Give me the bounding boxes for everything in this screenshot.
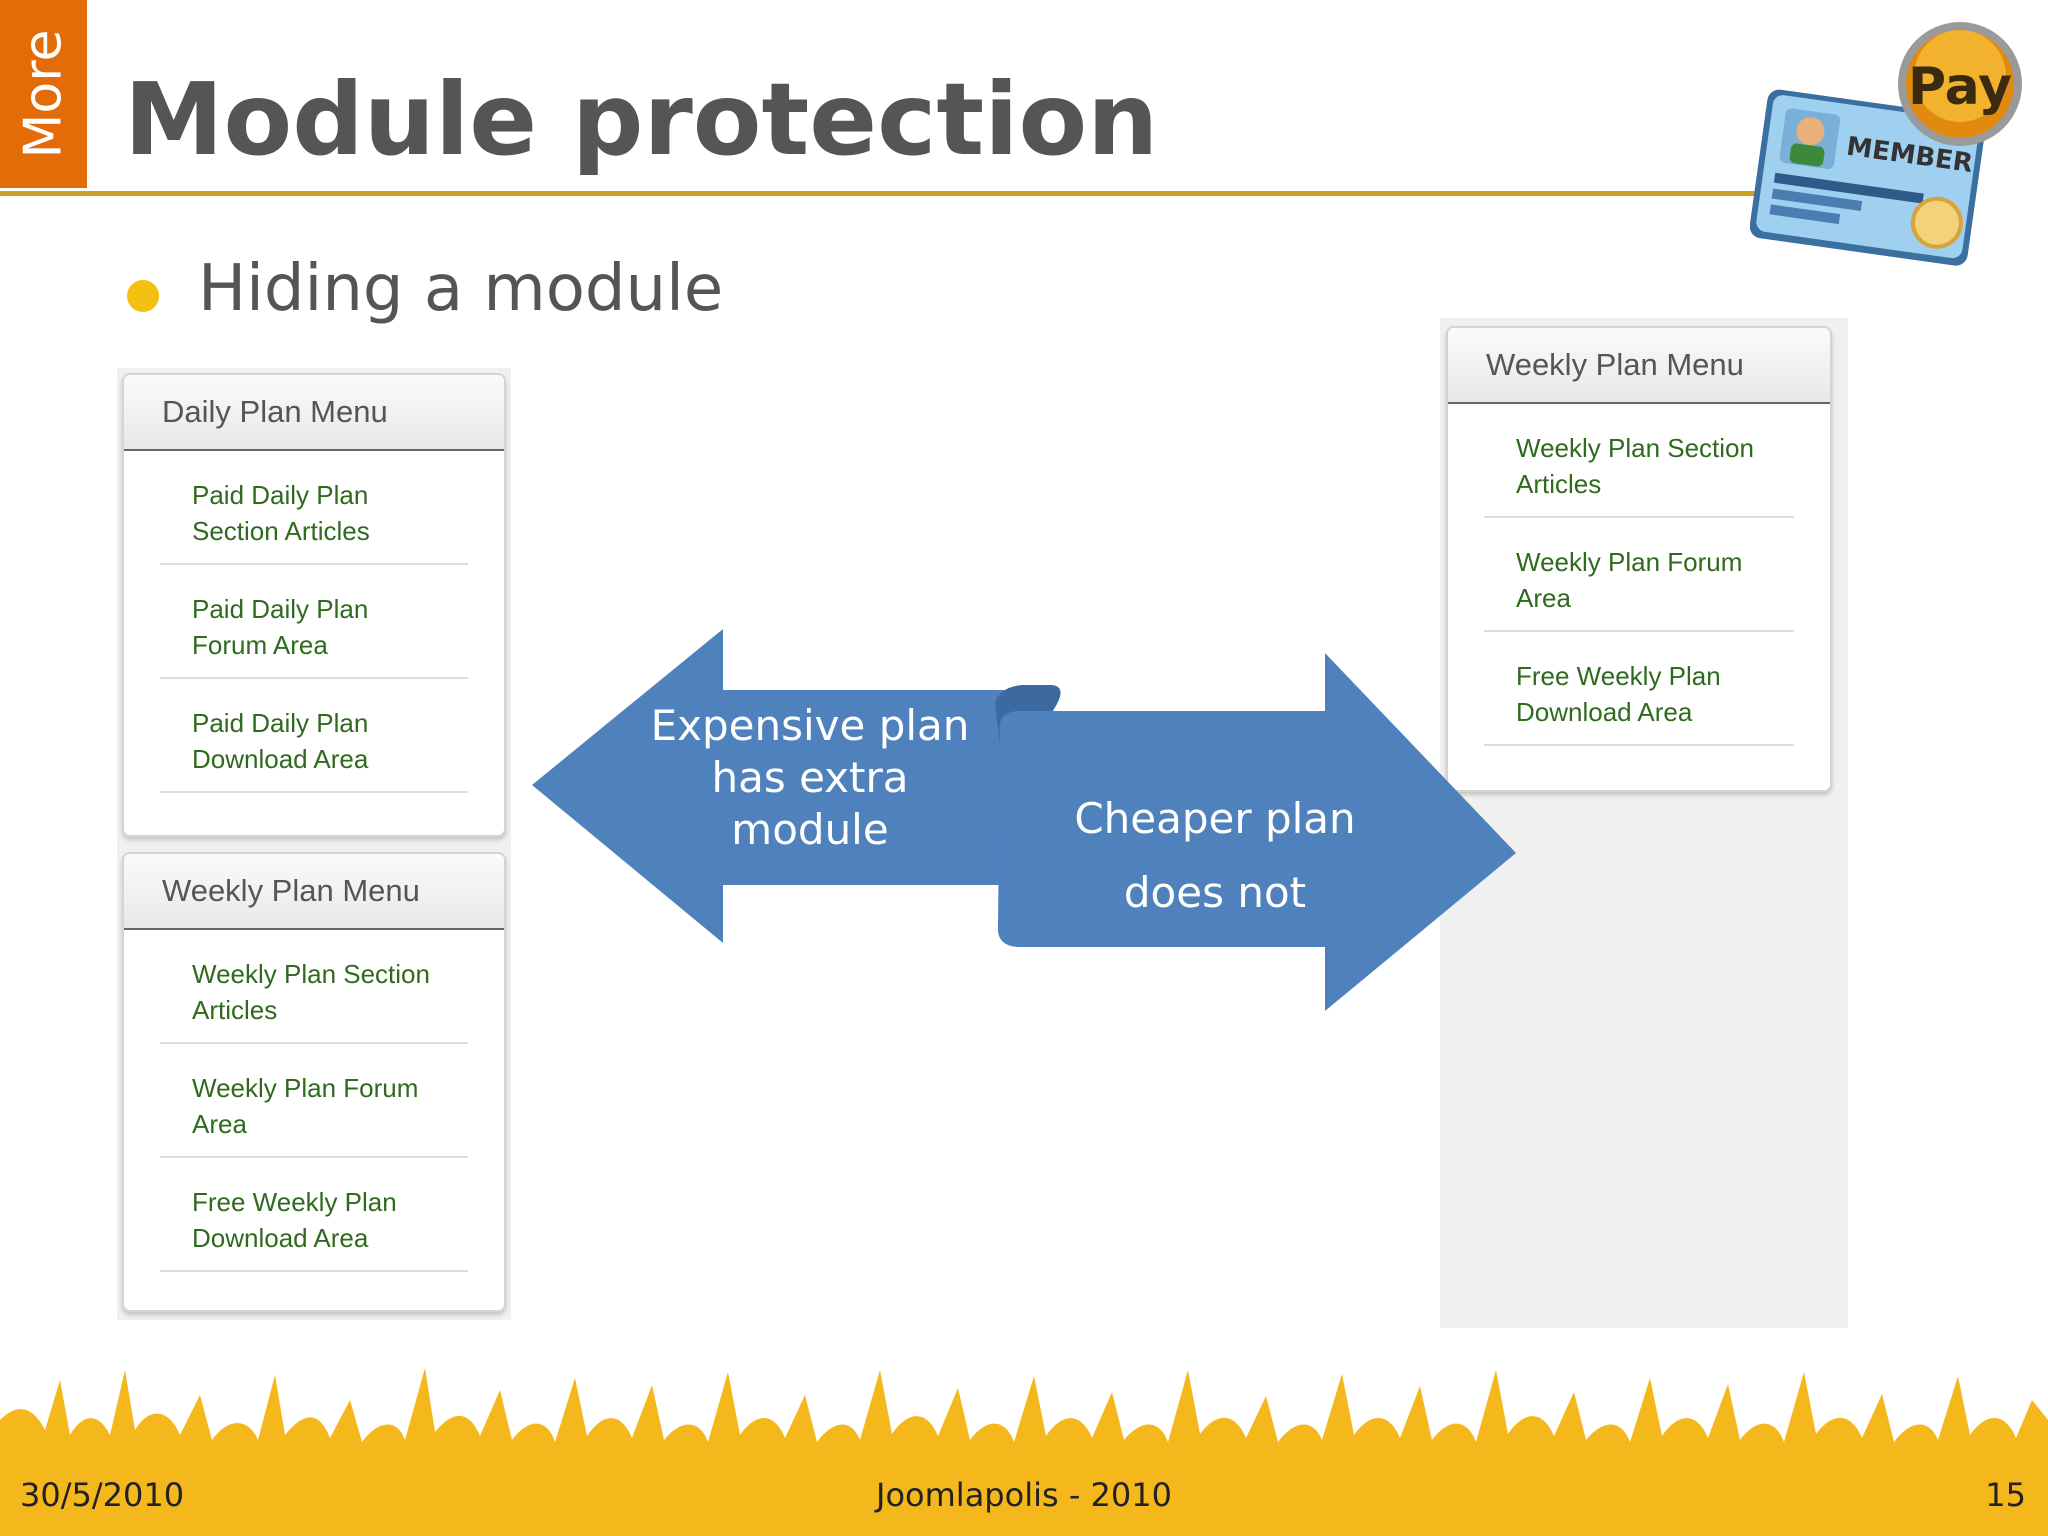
daily-plan-menu-module: Daily Plan Menu Paid Daily Plan Section … [122, 373, 506, 837]
menu-link-label: Paid Daily Plan Forum Area [192, 594, 369, 660]
module-header: Daily Plan Menu [124, 375, 504, 451]
pay-member-badge-logo: MEMBER Pay [1750, 22, 2022, 266]
right-arrow-shape [997, 653, 1516, 1011]
footer-date: 30/5/2010 [20, 1476, 185, 1514]
menu-link-weekly-forum-area[interactable]: Weekly Plan Forum Area [160, 1044, 468, 1158]
menu-link-paid-daily-section-articles[interactable]: Paid Daily Plan Section Articles [160, 451, 468, 565]
menu-link-label: Free Weekly Plan Download Area [192, 1187, 397, 1253]
menu-link-label: Weekly Plan Forum Area [192, 1073, 419, 1139]
menu-link-label: Paid Daily Plan Section Articles [192, 480, 370, 546]
weekly-plan-menu-module-right: Weekly Plan Menu Weekly Plan Section Art… [1446, 326, 1832, 792]
module-header: Weekly Plan Menu [1448, 328, 1830, 404]
section-tab-label: More [13, 29, 74, 159]
menu-link-paid-daily-forum-area[interactable]: Paid Daily Plan Forum Area [160, 565, 468, 679]
left-arrow-shape [532, 629, 1055, 943]
right-arrow-text: Cheaper plan does not [1030, 782, 1400, 930]
comparison-arrows [532, 629, 1516, 1011]
menu-link-label: Weekly Plan Section Articles [192, 959, 430, 1025]
page-number: 15 [1985, 1476, 2026, 1514]
menu-link-free-weekly-download-area[interactable]: Free Weekly Plan Download Area [160, 1158, 468, 1272]
menu-link-label: Weekly Plan Forum Area [1516, 547, 1743, 613]
module-header: Weekly Plan Menu [124, 854, 504, 930]
weekly-plan-menu-module-left: Weekly Plan Menu Weekly Plan Section Art… [122, 852, 506, 1312]
slide-title: Module protection [124, 61, 1159, 178]
menu-link-label: Free Weekly Plan Download Area [1516, 661, 1721, 727]
left-arrow-line-2: has extra [711, 753, 909, 802]
bullet-text: Hiding a module [198, 252, 724, 326]
svg-text:Pay: Pay [1908, 57, 2012, 117]
left-arrow-text: Expensive plan has extra module [640, 700, 980, 856]
menu-link-label: Paid Daily Plan Download Area [192, 708, 369, 774]
right-arrow-line-1: Cheaper plan [1074, 794, 1356, 843]
menu-link-weekly-section-articles[interactable]: Weekly Plan Section Articles [160, 930, 468, 1044]
menu-link-weekly-section-articles[interactable]: Weekly Plan Section Articles [1484, 404, 1794, 518]
right-arrow-line-2: does not [1123, 868, 1307, 917]
menu-link-free-weekly-download-area[interactable]: Free Weekly Plan Download Area [1484, 632, 1794, 746]
section-tab: More [0, 0, 87, 188]
menu-link-label: Weekly Plan Section Articles [1516, 433, 1754, 499]
bullet-dot [127, 280, 159, 312]
menu-link-paid-daily-download-area[interactable]: Paid Daily Plan Download Area [160, 679, 468, 793]
menu-link-weekly-forum-area[interactable]: Weekly Plan Forum Area [1484, 518, 1794, 632]
left-arrow-line-1: Expensive plan [650, 701, 970, 750]
crowd-silhouette-footer [0, 1368, 2048, 1536]
left-arrow-line-3: module [731, 805, 889, 854]
footer-center-text: Joomlapolis - 2010 [876, 1476, 1172, 1514]
title-divider [0, 191, 1770, 196]
